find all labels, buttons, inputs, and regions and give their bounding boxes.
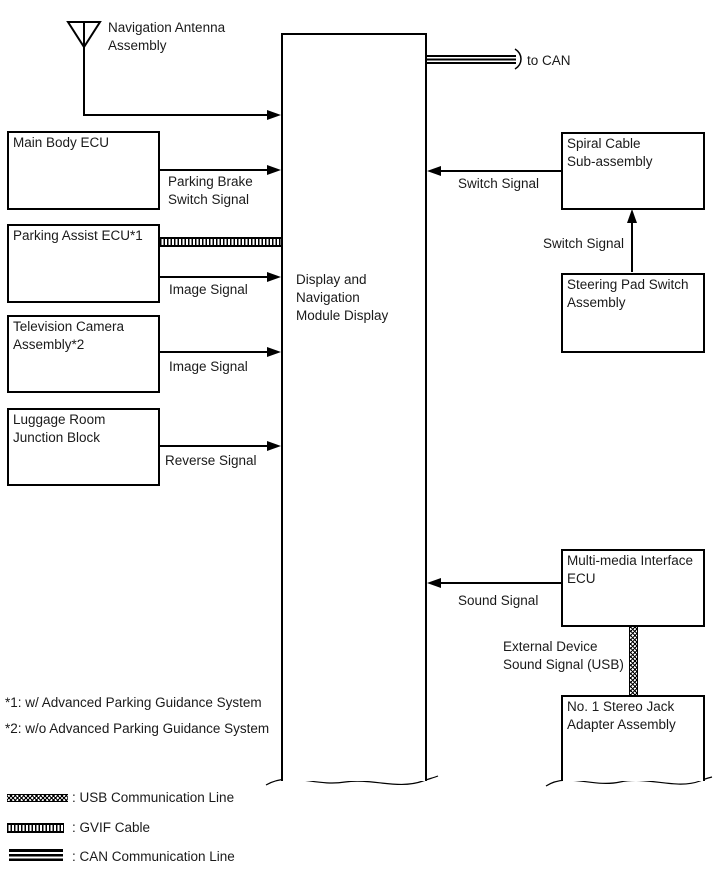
switch-signal-label-horizontal: Switch Signal	[458, 176, 540, 191]
footnote-2: *2: w/o Advanced Parking Guidance System	[5, 721, 270, 736]
node-label: Luggage Room Junction Block	[13, 412, 106, 445]
legend-can-swatch	[9, 849, 63, 861]
node-label: Main Body ECU	[13, 135, 110, 150]
legend-usb-label: : USB Communication Line	[72, 790, 235, 805]
image-signal-arrow-1	[160, 272, 281, 282]
legend: : USB Communication Line : GVIF Cable : …	[0, 788, 330, 878]
antenna-icon	[66, 21, 268, 116]
image-signal-label-1: Image Signal	[169, 282, 248, 297]
node-parking-assist-ecu: Parking Assist ECU*1	[7, 224, 160, 303]
reverse-signal-label: Reverse Signal	[165, 453, 257, 468]
footnote-1: *1: w/ Advanced Parking Guidance System	[5, 695, 262, 710]
legend-gvif-label: : GVIF Cable	[72, 820, 151, 835]
parking-brake-signal-label: Parking Brake Switch Signal	[168, 174, 253, 207]
legend-can-label: : CAN Communication Line	[72, 849, 235, 864]
node-stereo-jack-adapter: No. 1 Stereo Jack Adapter Assembly	[561, 695, 705, 781]
node-multimedia-interface-ecu: Multi-media Interface ECU	[561, 549, 705, 627]
node-label: Display and Navigation Module Display	[296, 272, 389, 323]
reverse-signal-arrow	[160, 441, 281, 451]
antenna-arrowhead	[267, 110, 281, 120]
sound-signal-label: Sound Signal	[458, 593, 539, 608]
image-signal-arrow-2	[160, 347, 281, 357]
sound-signal-arrow	[427, 578, 561, 588]
navigation-antenna-label: Navigation Antenna Assembly	[108, 20, 226, 53]
node-label: Spiral Cable Sub-assembly	[567, 136, 653, 169]
can-communication-line	[427, 55, 516, 64]
usb-communication-line	[629, 627, 638, 695]
node-luggage-room-junction-block: Luggage Room Junction Block	[7, 408, 160, 486]
node-steering-pad-switch: Steering Pad Switch Assembly	[561, 273, 705, 353]
node-display-navigation-module: Display and Navigation Module Display	[281, 33, 427, 781]
external-device-signal-label: External Device Sound Signal (USB)	[503, 639, 624, 672]
switch-signal-arrow-vertical	[627, 209, 637, 272]
node-label: Steering Pad Switch Assembly	[567, 277, 689, 310]
gvif-cable-line	[160, 237, 281, 247]
image-signal-label-2: Image Signal	[169, 359, 248, 374]
node-television-camera: Television Camera Assembly*2	[7, 315, 160, 393]
node-label: No. 1 Stereo Jack Adapter Assembly	[567, 699, 676, 732]
can-break-mark	[514, 48, 522, 70]
to-can-label: to CAN	[527, 53, 571, 68]
node-main-body-ecu: Main Body ECU	[7, 131, 160, 210]
parking-brake-arrow	[160, 165, 281, 175]
switch-signal-arrow-horizontal	[427, 166, 561, 176]
node-label: Multi-media Interface ECU	[567, 553, 694, 586]
node-label: Television Camera Assembly*2	[13, 319, 125, 352]
switch-signal-label-vertical: Switch Signal	[543, 236, 625, 251]
node-label: Parking Assist ECU*1	[13, 228, 143, 243]
legend-usb-swatch	[7, 794, 68, 802]
legend-gvif-swatch	[7, 823, 64, 833]
node-spiral-cable: Spiral Cable Sub-assembly	[561, 132, 705, 210]
